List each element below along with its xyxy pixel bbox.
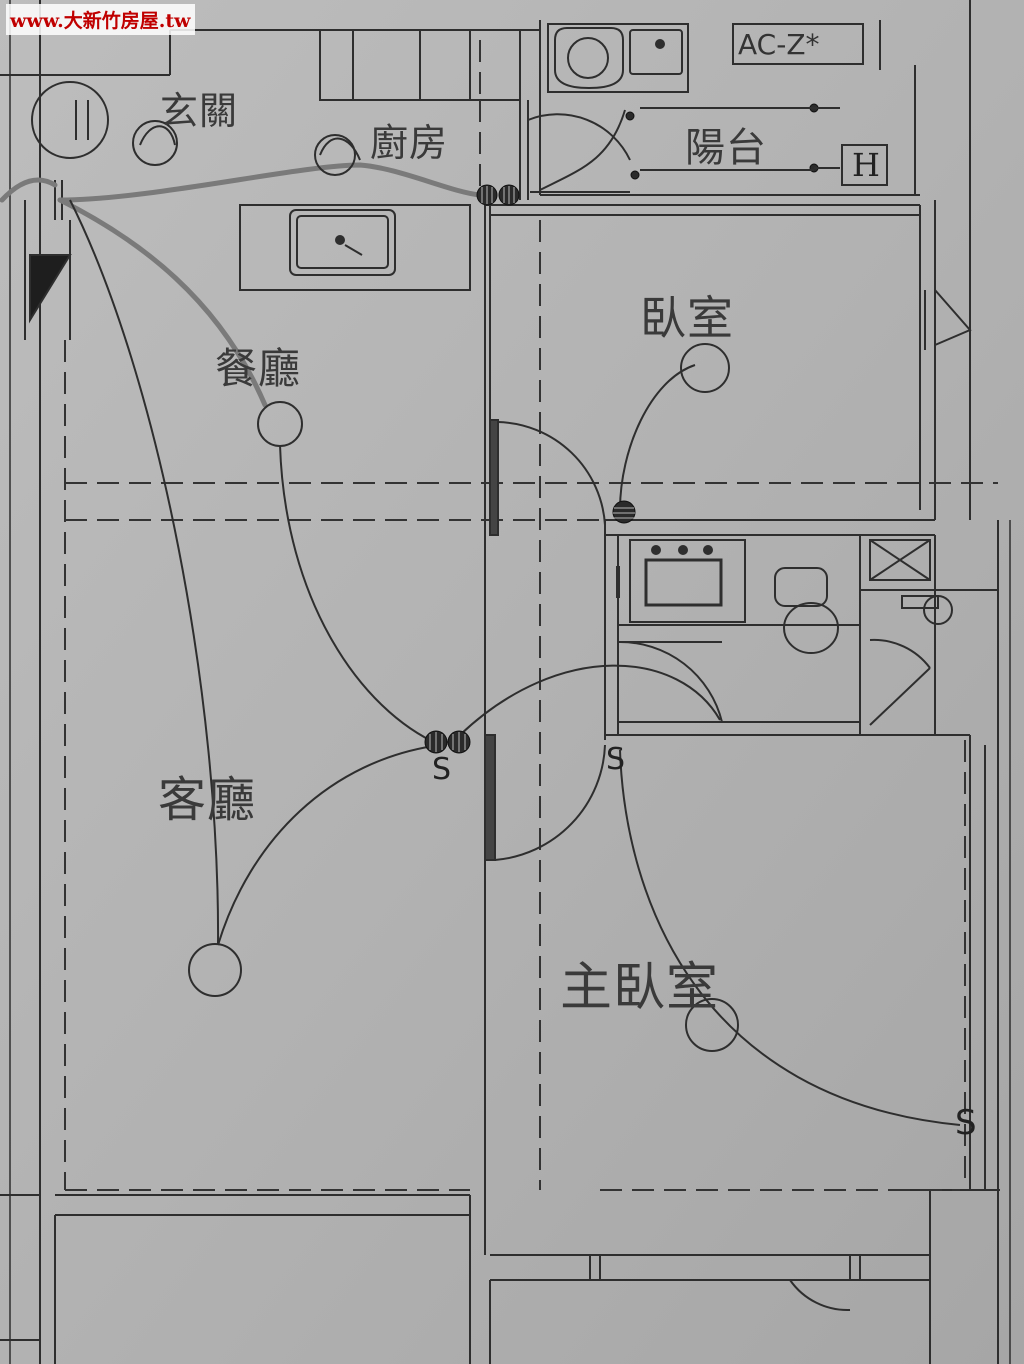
label-bedroom: 臥室 — [640, 291, 734, 345]
light-kitchen — [314, 134, 356, 176]
watermark: www.大新竹房屋.tw — [6, 4, 195, 35]
switch-s-master-corner: S — [955, 1103, 977, 1143]
label-living: 客廳 — [158, 772, 257, 828]
bathroom-fixtures — [616, 539, 953, 654]
balcony-wiring — [640, 107, 888, 186]
label-dining: 餐廳 — [215, 344, 302, 393]
wiring-highlight — [0, 162, 483, 408]
kitchen-counter — [239, 204, 471, 291]
water-heater-tag: H — [852, 146, 880, 184]
doors — [484, 113, 931, 1312]
bedroom-window — [924, 289, 972, 350]
light-living — [188, 943, 242, 997]
dashed-grid — [64, 40, 998, 1191]
light-entrance — [132, 120, 178, 166]
switch-s-living: S — [432, 752, 452, 787]
label-entrance: 玄關 — [160, 89, 239, 133]
balcony-fixtures — [554, 27, 683, 90]
light-bedroom — [680, 343, 730, 393]
light-dining — [257, 401, 303, 447]
switch-wiring — [69, 109, 961, 1126]
ceiling-lights — [132, 120, 739, 1052]
label-master-bedroom: 主臥室 — [560, 958, 720, 1018]
light-master — [685, 998, 739, 1052]
switch-stripes — [429, 186, 635, 752]
ac-tag: AC-Z* — [738, 28, 820, 61]
label-balcony: 陽台 — [685, 125, 767, 171]
switch-s-master: S — [606, 742, 626, 777]
label-kitchen: 廚房 — [370, 121, 449, 165]
interior-walls — [0, 23, 998, 1255]
